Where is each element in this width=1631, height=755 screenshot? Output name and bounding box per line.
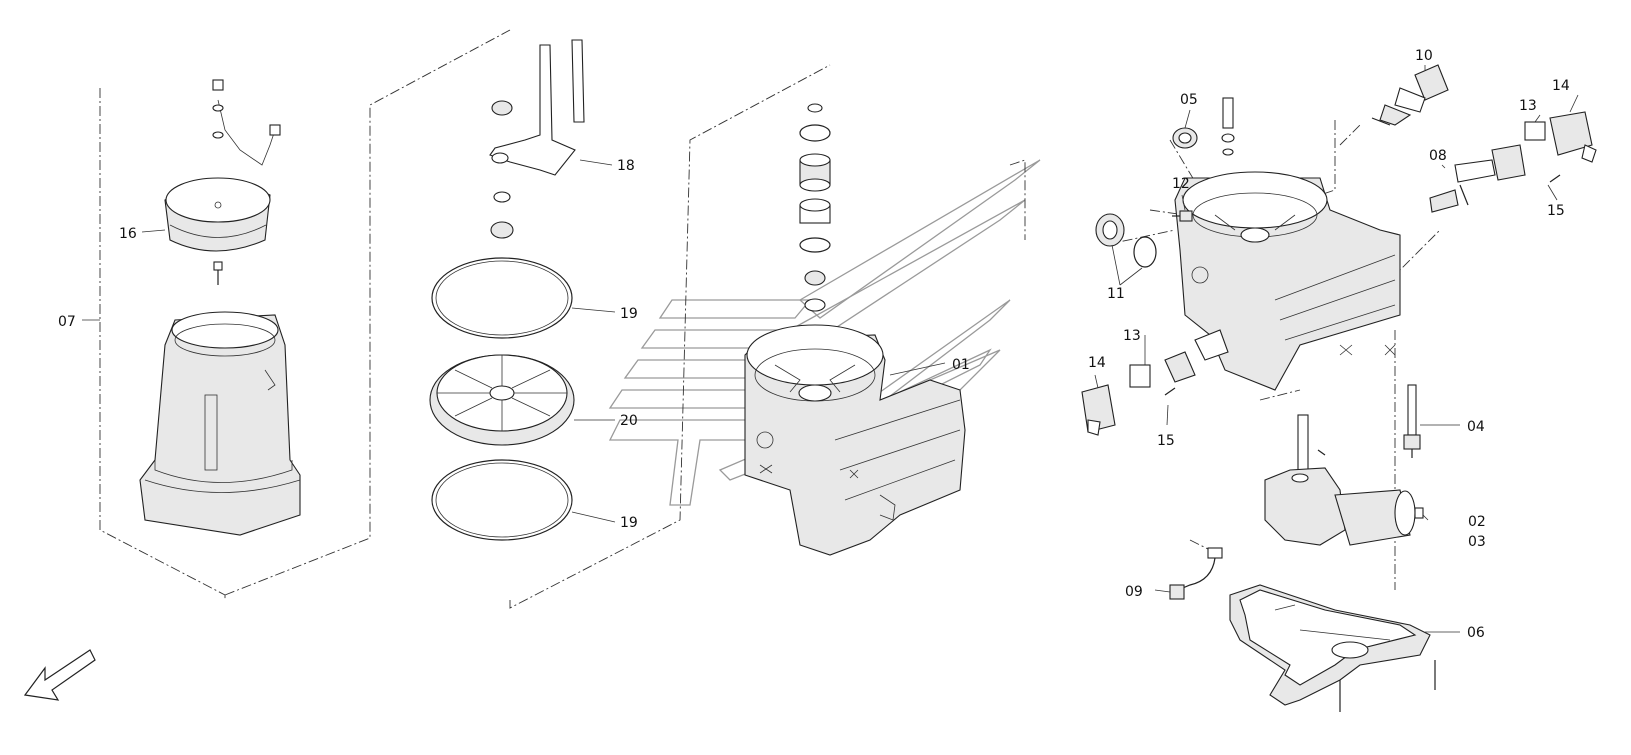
- callout-18: 18: [617, 158, 635, 174]
- callout-15-upper: 15: [1547, 203, 1565, 219]
- base-plate: [1229, 584, 1436, 712]
- callout-04: 04: [1467, 419, 1485, 435]
- callout-11: 11: [1107, 286, 1125, 302]
- callout-14-lower: 14: [1088, 355, 1106, 371]
- wiring-harness: [1169, 547, 1223, 600]
- temperature-sensor: [1403, 384, 1421, 458]
- callout-05: 05: [1180, 92, 1198, 108]
- pump-housing: [1174, 97, 1401, 391]
- small-fittings: [1095, 127, 1198, 268]
- callout-01: 01: [952, 357, 970, 373]
- callout-10: 10: [1415, 48, 1433, 64]
- callout-07: 07: [58, 314, 76, 330]
- seals-and-filter: [429, 257, 575, 541]
- callout-13-upper: 13: [1519, 98, 1537, 114]
- callout-06: 06: [1467, 625, 1485, 641]
- callout-03: 03: [1468, 534, 1486, 550]
- callout-20: 20: [620, 413, 638, 429]
- callout-19-lower: 19: [620, 515, 638, 531]
- callout-02: 02: [1468, 514, 1486, 530]
- callout-12: 12: [1172, 176, 1190, 192]
- callout-14-upper: 14: [1552, 78, 1570, 94]
- callout-19-upper: 19: [620, 306, 638, 322]
- callout-08: 08: [1429, 148, 1447, 164]
- filter-cap: [164, 79, 281, 285]
- callout-16: 16: [119, 226, 137, 242]
- filter-housing: [744, 103, 966, 556]
- direction-arrow-icon: [23, 649, 96, 701]
- callout-15-lower: 15: [1157, 433, 1175, 449]
- sensor-parts: [1081, 64, 1597, 436]
- motor: [1264, 414, 1424, 546]
- mounting-bracket: [489, 39, 585, 239]
- callout-13-lower: 13: [1123, 328, 1141, 344]
- callout-09: 09: [1125, 584, 1143, 600]
- filter-bowl: [139, 311, 301, 536]
- callout-labels: 01 02 03 04 05 06 07 08 09 10 11 12 13 1…: [58, 48, 1570, 641]
- leader-lines: [82, 65, 1579, 633]
